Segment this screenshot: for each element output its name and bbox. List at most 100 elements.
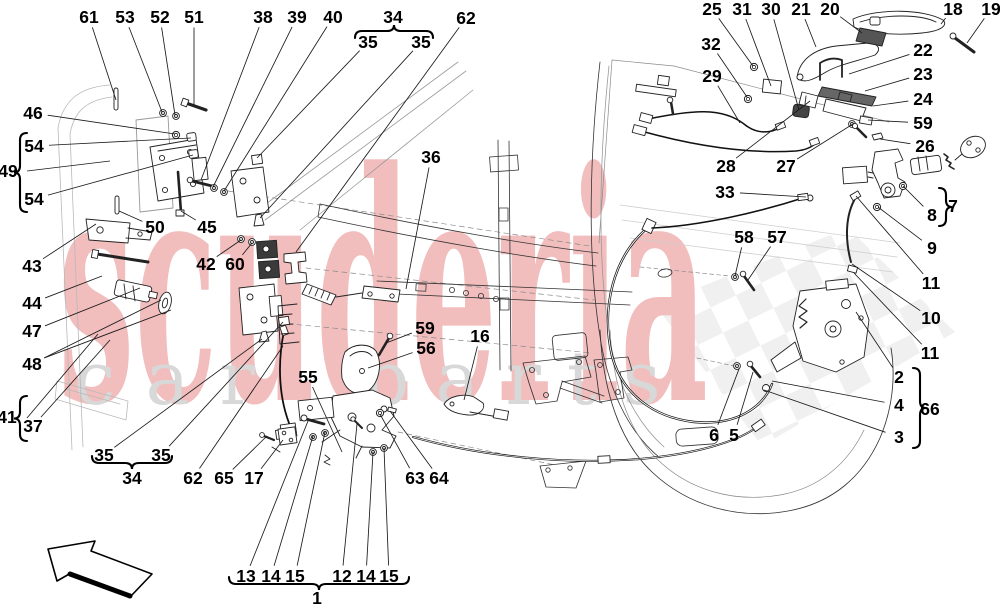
leader-line-48-b bbox=[44, 309, 172, 359]
brace-group-34-mid bbox=[90, 454, 174, 470]
part-label-9-47: 9 bbox=[927, 238, 937, 258]
part-label-39-5: 39 bbox=[287, 7, 307, 27]
leader-line-59 bbox=[867, 119, 909, 123]
leader-line-6 bbox=[717, 368, 740, 426]
check-strap-36 bbox=[301, 283, 401, 306]
key-head bbox=[954, 135, 986, 161]
part-label-31-12: 31 bbox=[732, 0, 752, 19]
leader-line-49 bbox=[26, 160, 111, 172]
part-label-15-71: 15 bbox=[285, 566, 305, 586]
leader-line-15 bbox=[383, 447, 390, 566]
part-label-40-6: 40 bbox=[323, 7, 343, 27]
leader-line-45 bbox=[180, 210, 196, 221]
part-label-54-29: 54 bbox=[24, 136, 44, 156]
projection-lines bbox=[227, 59, 890, 466]
part-label-27-26: 27 bbox=[776, 156, 795, 176]
brace-group-49 bbox=[13, 131, 29, 214]
part-label-16-58: 16 bbox=[470, 326, 490, 346]
hinge-bolt-51 bbox=[180, 97, 208, 112]
leader-line-58 bbox=[734, 247, 743, 277]
leader-line-63 bbox=[379, 413, 411, 469]
part-label-12-72: 12 bbox=[332, 566, 352, 586]
leader-line-54 bbox=[47, 154, 194, 196]
leader-line-40 bbox=[223, 26, 328, 192]
part-label-52-2: 52 bbox=[150, 7, 170, 27]
part-label-48-39: 48 bbox=[22, 354, 42, 374]
part-label-65-63: 65 bbox=[214, 468, 234, 488]
handle-screw bbox=[949, 32, 976, 54]
part-label-58-43: 58 bbox=[734, 227, 754, 247]
screw-65 bbox=[259, 432, 276, 442]
leader-line-53 bbox=[128, 26, 163, 113]
part-label-14-73: 14 bbox=[356, 566, 376, 586]
part-label-55-55: 55 bbox=[298, 367, 318, 387]
part-label-64-66: 64 bbox=[429, 468, 449, 488]
micro-switch bbox=[842, 165, 868, 185]
part-label-43-34: 43 bbox=[22, 256, 42, 276]
part-label-36-42: 36 bbox=[421, 147, 441, 167]
handle-lever bbox=[796, 42, 879, 82]
leader-line-62 bbox=[295, 27, 460, 253]
door-stay-bracket bbox=[522, 355, 592, 405]
leader-line-10 bbox=[851, 263, 921, 312]
leader-line-39 bbox=[212, 26, 293, 188]
leader-line-5 bbox=[736, 371, 754, 425]
interior-handle-16 bbox=[443, 394, 510, 421]
lower-latch-cluster bbox=[259, 332, 510, 466]
connecting-rod bbox=[845, 196, 857, 263]
leader-line-61 bbox=[91, 27, 117, 101]
part-label-63-65: 63 bbox=[405, 468, 425, 488]
clip-screw bbox=[851, 122, 868, 139]
part-label-59-23: 59 bbox=[913, 113, 933, 133]
part-label-17-64: 17 bbox=[244, 468, 263, 488]
part-label-30-13: 30 bbox=[761, 0, 781, 19]
part-label-34-61: 34 bbox=[122, 468, 142, 488]
part-label-4-52: 4 bbox=[894, 395, 904, 415]
leader-line-13 bbox=[249, 420, 309, 567]
leader-line-42 bbox=[216, 239, 242, 258]
hinge-screw-38 bbox=[186, 176, 214, 188]
latch-keeper bbox=[798, 91, 819, 109]
leader-line-17 bbox=[260, 439, 284, 469]
door-opening-cables bbox=[275, 111, 821, 464]
leader-line-2 bbox=[855, 311, 894, 368]
door-screw-57 bbox=[739, 270, 756, 292]
part-label-29-19: 29 bbox=[702, 66, 722, 86]
part-label-42-35: 42 bbox=[196, 254, 216, 274]
latch-body bbox=[329, 389, 397, 449]
part-label-34-7: 34 bbox=[383, 7, 403, 27]
leader-line-26 bbox=[879, 138, 911, 145]
leader-line-27 bbox=[796, 123, 854, 160]
part-label-33-27: 33 bbox=[715, 182, 735, 202]
part-label-24-22: 24 bbox=[913, 89, 933, 109]
part-label-66-54: 66 bbox=[920, 399, 940, 419]
leader-lines bbox=[26, 16, 985, 567]
bolt-13 bbox=[300, 414, 326, 426]
leader-line-57 bbox=[747, 246, 771, 281]
part-label-35-59: 35 bbox=[94, 445, 114, 465]
part-label-62-10: 62 bbox=[456, 8, 476, 28]
part-label-28-25: 28 bbox=[716, 156, 736, 176]
leader-line-37 bbox=[40, 339, 111, 418]
leader-line-38 bbox=[200, 26, 260, 181]
part-label-19-17: 19 bbox=[981, 0, 1000, 19]
leader-line-35 bbox=[256, 50, 360, 159]
part-label-15-74: 15 bbox=[379, 566, 399, 586]
leader-line-19 bbox=[966, 18, 985, 44]
leader-line-43 bbox=[42, 223, 97, 260]
leader-line-8 bbox=[902, 185, 924, 207]
part-label-23-21: 23 bbox=[913, 64, 933, 84]
small-screw bbox=[666, 96, 675, 116]
screw-59 bbox=[377, 332, 394, 357]
leader-line-64 bbox=[389, 410, 433, 469]
leader-line-59 bbox=[385, 332, 413, 344]
leader-line-20 bbox=[839, 16, 863, 34]
part-label-11-48: 11 bbox=[922, 273, 941, 293]
part-label-18-16: 18 bbox=[943, 0, 963, 19]
part-label-1-75: 1 bbox=[312, 588, 322, 608]
leader-line-32 bbox=[717, 53, 748, 98]
part-label-53-1: 53 bbox=[115, 7, 135, 27]
leader-line-52 bbox=[161, 27, 176, 116]
leader-line-35 bbox=[168, 321, 284, 447]
leader-line-4 bbox=[771, 380, 885, 403]
